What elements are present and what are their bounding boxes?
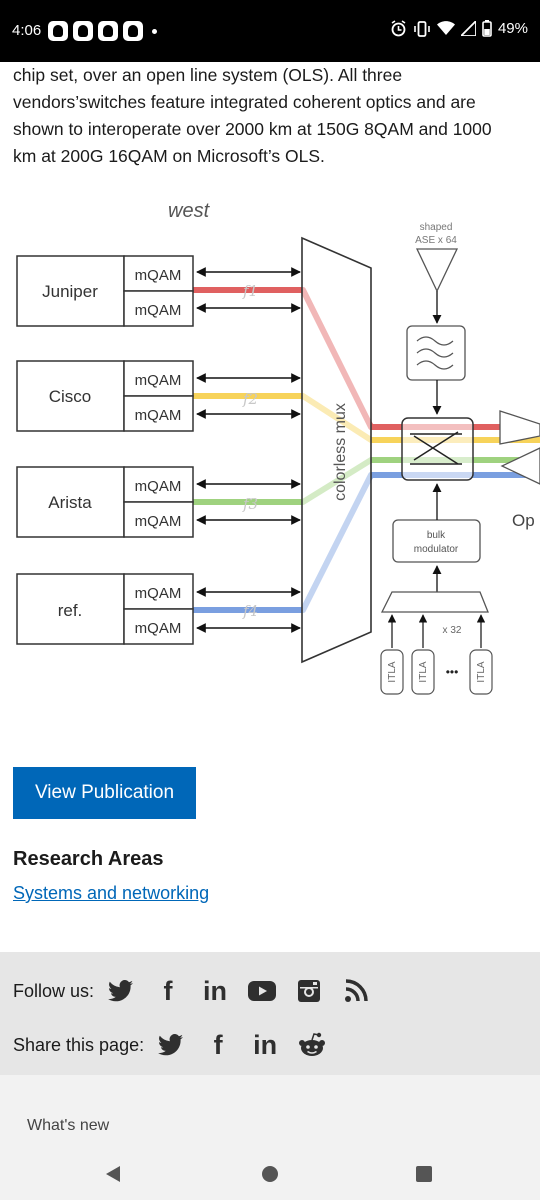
freq-label-f1: f1 xyxy=(242,282,258,300)
amplifier-east-icon xyxy=(499,410,540,445)
home-icon xyxy=(262,1166,278,1182)
wifi-icon xyxy=(436,21,455,35)
facebook-icon[interactable]: f xyxy=(213,1029,223,1060)
mqam-label: mQAM xyxy=(135,620,182,637)
system-nav-bar xyxy=(0,1147,540,1200)
vendor-arista: Arista xyxy=(48,493,92,512)
view-publication-button[interactable]: View Publication xyxy=(13,767,196,819)
reddit-icon[interactable] xyxy=(295,1028,329,1062)
linkedin-icon[interactable]: in xyxy=(253,1029,278,1060)
freq-label-f4: f4 xyxy=(242,602,258,620)
article-paragraph: chip set, over an open line system (OLS)… xyxy=(13,62,531,170)
notification-icons xyxy=(48,21,143,41)
back-button[interactable] xyxy=(100,1161,126,1187)
twitter-icon[interactable] xyxy=(154,1028,188,1062)
signal-icon xyxy=(460,21,476,36)
status-bar: 4:06 49% xyxy=(0,0,540,62)
threads-icon xyxy=(123,21,143,41)
wss-switch xyxy=(401,417,474,481)
vendor-ref: ref. xyxy=(58,601,83,620)
back-icon xyxy=(106,1166,120,1182)
combiner xyxy=(380,591,489,613)
instagram-icon[interactable] xyxy=(292,974,326,1008)
share-page-row: Share this page: f in xyxy=(13,1028,342,1062)
freq-label-f2: f2 xyxy=(242,390,258,408)
itla-lasers: ITLA ITLA ITLA ••• xyxy=(380,649,493,695)
mqam-label: mQAM xyxy=(135,513,182,530)
frequency-labels: f1 f2 f3 f4 xyxy=(242,282,258,620)
youtube-icon[interactable] xyxy=(245,974,279,1008)
mux-label: colorless mux xyxy=(332,403,349,501)
facebook-icon[interactable]: f xyxy=(163,975,173,1006)
ase-label: shaped xyxy=(420,222,453,233)
bulk-label: modulator xyxy=(414,544,459,555)
dot-icon xyxy=(152,29,157,34)
system-diagram: west Juniper mQAM mQAM Cisco mQAM mQAM xyxy=(0,185,540,705)
status-time: 4:06 xyxy=(12,22,42,39)
vendor-juniper: Juniper xyxy=(42,282,98,301)
alarm-icon xyxy=(391,20,406,37)
threads-icon xyxy=(73,21,93,41)
freq-label-f3: f3 xyxy=(242,495,258,513)
filter-icon xyxy=(416,336,454,370)
home-button[interactable] xyxy=(257,1161,283,1187)
follow-us-row: Follow us: f in xyxy=(13,974,386,1008)
bulk-label: bulk xyxy=(427,530,446,541)
west-label: west xyxy=(168,200,211,222)
x32-label: x 32 xyxy=(443,625,462,636)
research-area-link[interactable]: Systems and networking xyxy=(13,883,210,903)
paragraph-line: vendors’switches feature integrated cohe… xyxy=(13,92,476,112)
mqam-label: mQAM xyxy=(135,302,182,319)
battery-icon xyxy=(482,20,492,37)
whats-new-section: What's new xyxy=(0,1075,540,1147)
paragraph-line: km at 200G 16QAM on Microsoft’s OLS. xyxy=(13,146,325,166)
mqam-label: mQAM xyxy=(135,478,182,495)
recents-button[interactable] xyxy=(411,1161,437,1187)
ellipsis: ••• xyxy=(446,665,459,679)
switch-cross-icon xyxy=(410,431,462,465)
paragraph-line: shown to interoperate over 2000 km at 15… xyxy=(13,119,492,139)
vendor-boxes: Juniper mQAM mQAM Cisco mQAM mQAM Arista… xyxy=(16,255,194,645)
whats-new-heading: What's new xyxy=(27,1117,110,1134)
mqam-label: mQAM xyxy=(135,585,182,602)
bulk-modulator xyxy=(392,519,481,563)
twitter-icon[interactable] xyxy=(104,974,138,1008)
research-areas-heading: Research Areas xyxy=(13,848,164,870)
social-band: Follow us: f in Share this page: f in xyxy=(0,952,540,1075)
diagram-svg: west Juniper mQAM mQAM Cisco mQAM mQAM xyxy=(16,200,540,695)
rss-icon[interactable] xyxy=(339,974,373,1008)
follow-us-label: Follow us: xyxy=(13,980,95,1001)
colorless-mux xyxy=(301,236,372,664)
vendor-cisco: Cisco xyxy=(49,387,92,406)
paragraph-line: chip set, over an open line system (OLS)… xyxy=(13,65,403,85)
linkedin-icon[interactable]: in xyxy=(203,975,228,1006)
itla-label: ITLA xyxy=(476,661,487,682)
status-right: 49% xyxy=(390,20,528,37)
ase-label: ASE x 64 xyxy=(415,235,457,246)
amplifier-west-icon xyxy=(500,447,540,485)
share-page-label: Share this page: xyxy=(13,1034,145,1055)
itla-label: ITLA xyxy=(418,661,429,682)
battery-percent: 49% xyxy=(497,20,528,37)
mqam-label: mQAM xyxy=(135,407,182,424)
modem-arrows xyxy=(196,267,301,633)
threads-icon xyxy=(98,21,118,41)
mqam-label: mQAM xyxy=(135,267,182,284)
vibrate-icon xyxy=(414,20,430,37)
filter-box xyxy=(406,325,466,381)
threads-icon xyxy=(48,21,68,41)
itla-label: ITLA xyxy=(387,661,398,682)
recents-icon xyxy=(416,1166,432,1182)
ols-label-fragment: Op xyxy=(512,511,535,530)
mqam-label: mQAM xyxy=(135,372,182,389)
ase-source-triangle xyxy=(415,248,459,293)
